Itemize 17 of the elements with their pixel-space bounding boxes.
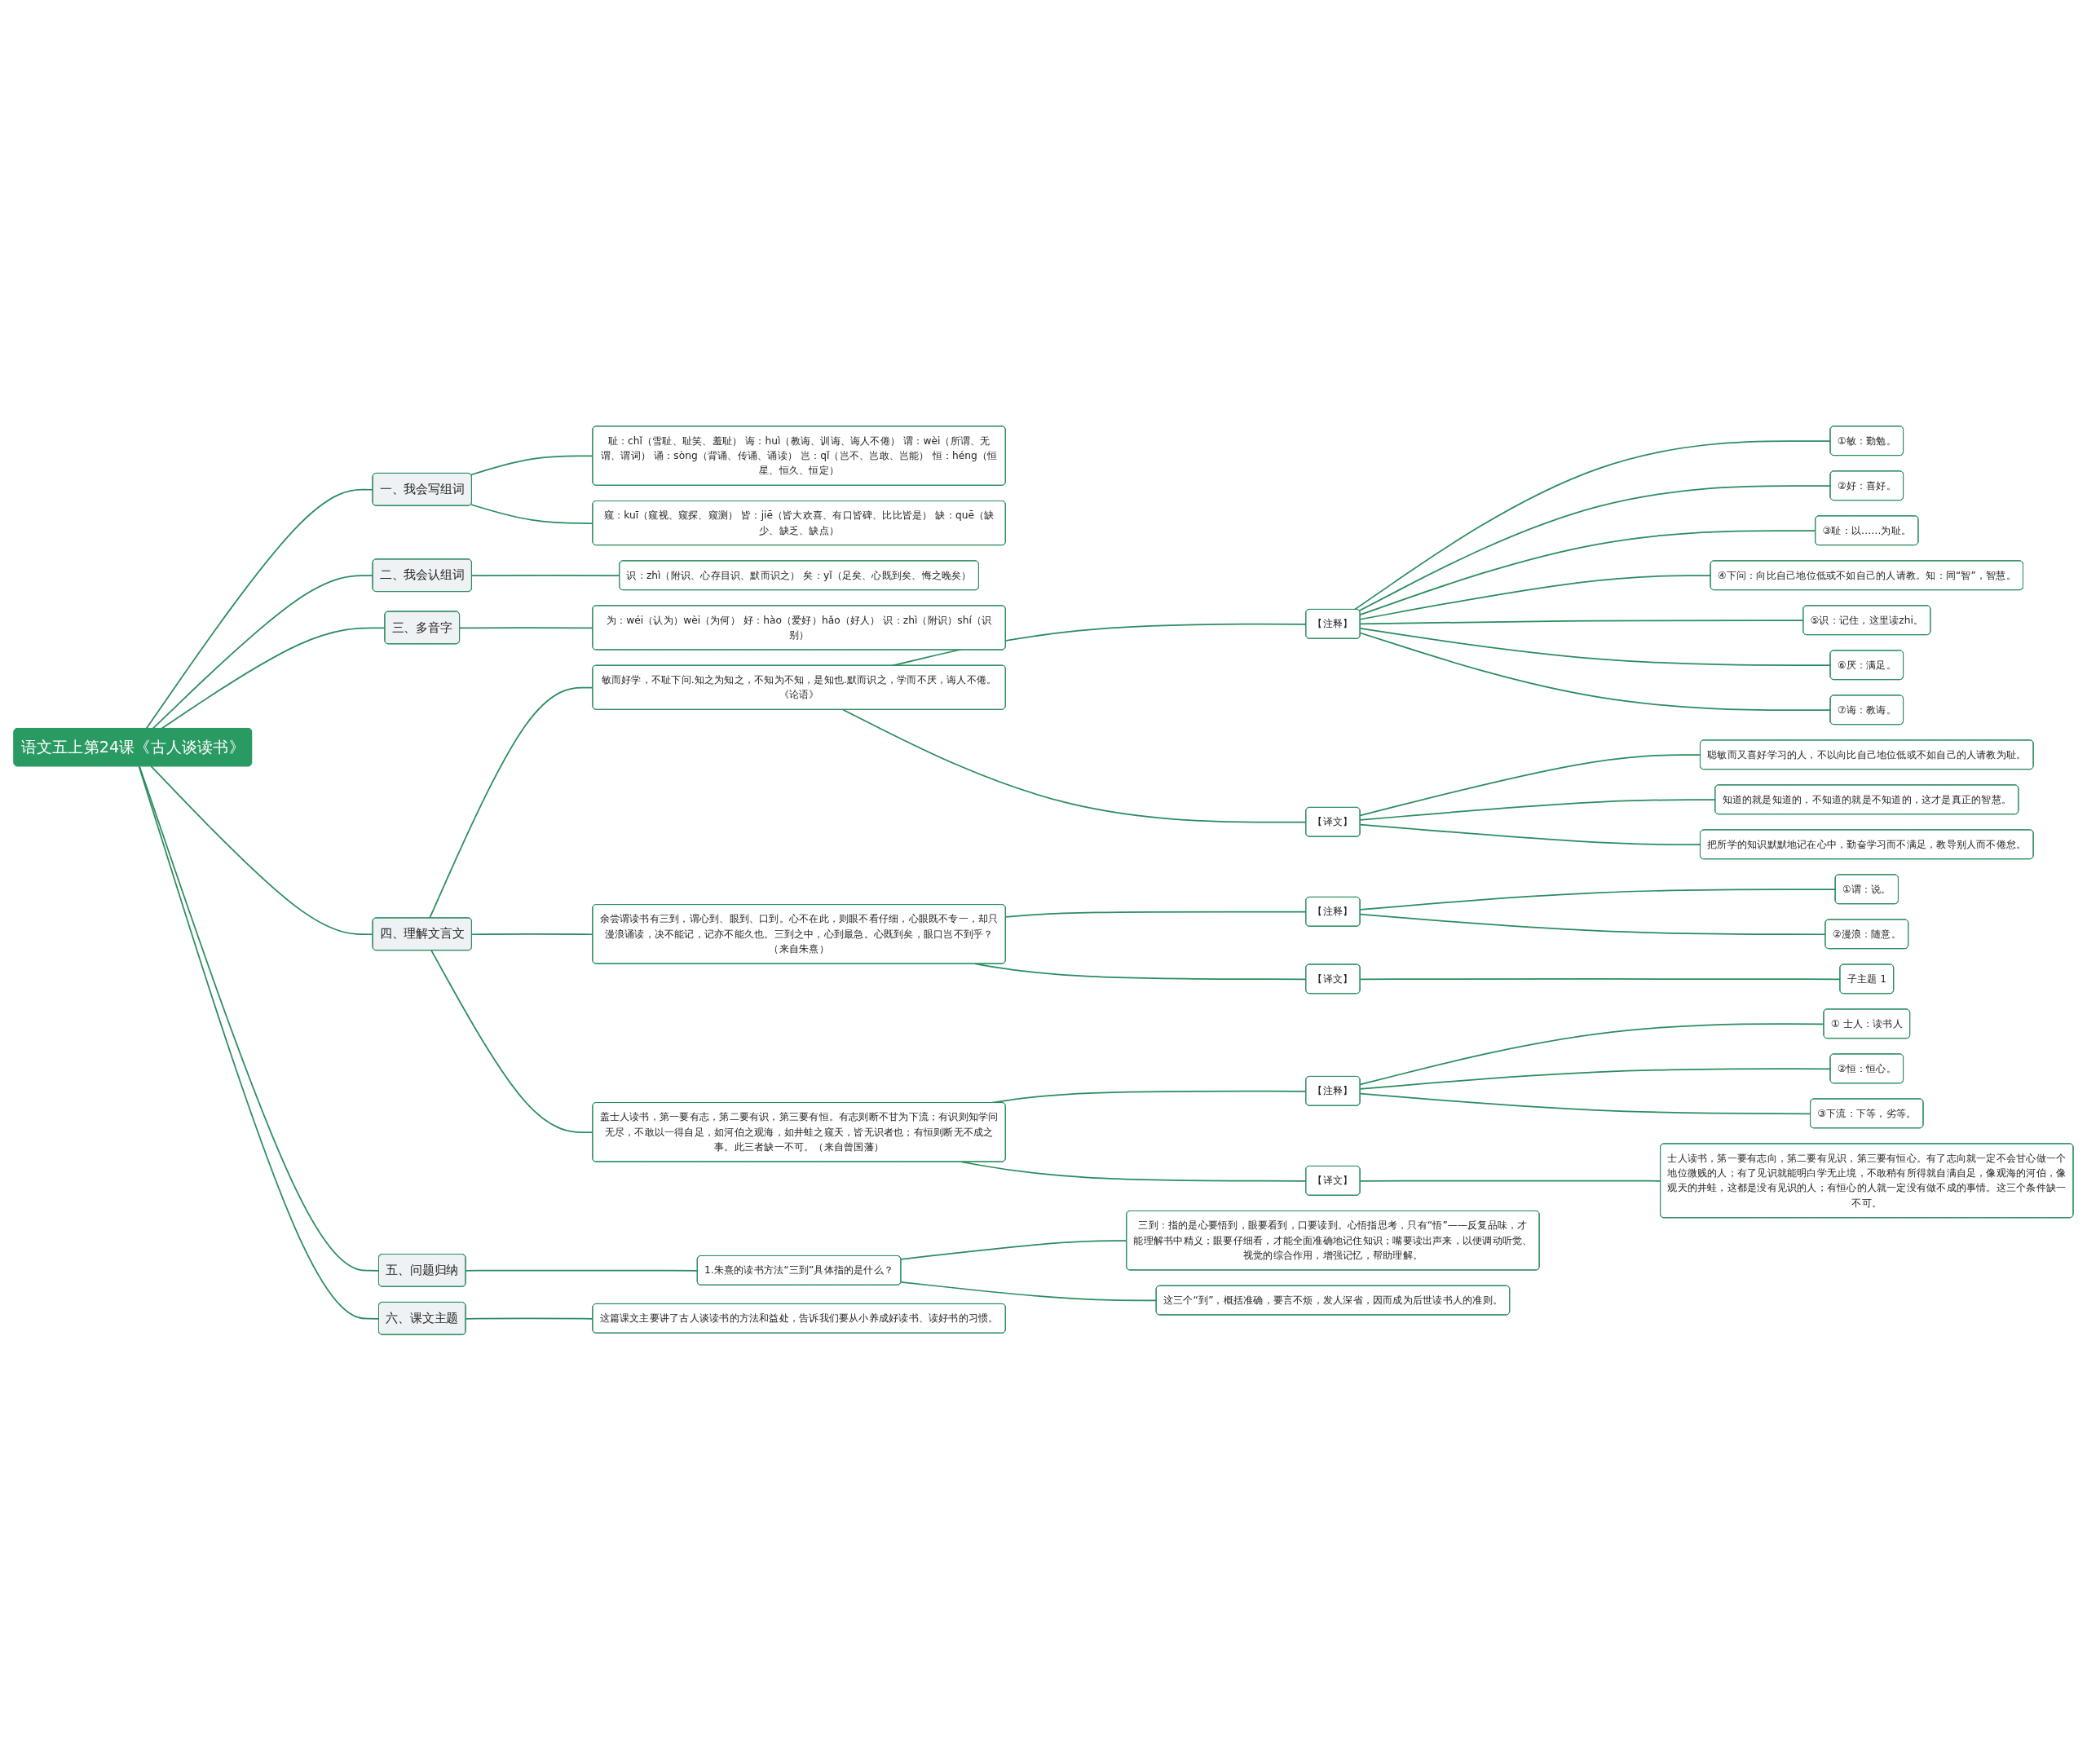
connector	[900, 1281, 1158, 1302]
connector	[145, 488, 374, 730]
connector	[1353, 440, 1832, 611]
connector	[150, 765, 374, 936]
connector	[1359, 1180, 1661, 1182]
connector	[1359, 1068, 1832, 1090]
connector	[1359, 628, 1832, 667]
connector	[1359, 1092, 1811, 1115]
connector	[152, 575, 374, 730]
connector	[465, 1269, 699, 1272]
connector	[1359, 889, 1837, 911]
connector	[1359, 754, 1701, 817]
connector	[1359, 632, 1832, 712]
connector	[1359, 575, 1712, 620]
connector	[1359, 823, 1701, 846]
connector	[1359, 530, 1816, 616]
connector	[1358, 485, 1832, 612]
